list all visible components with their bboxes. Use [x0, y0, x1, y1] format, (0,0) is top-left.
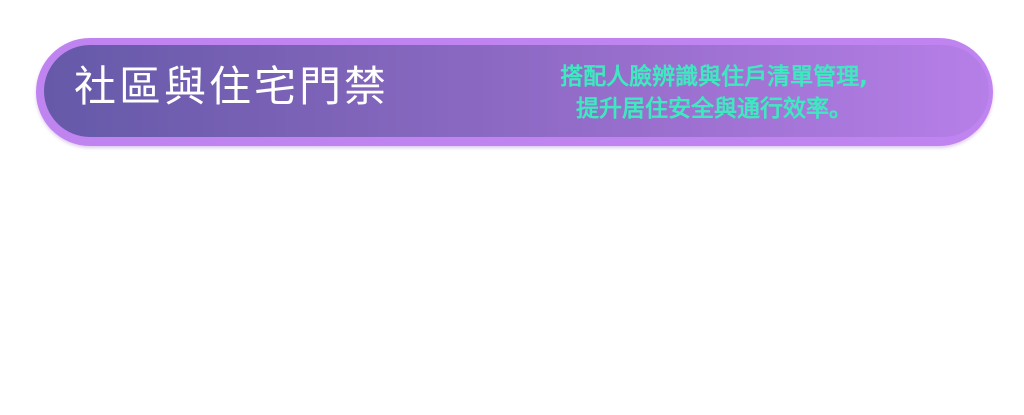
banner-description: 搭配人臉辨識與住戶清單管理, 提升居住安全與通行效率。	[514, 61, 914, 125]
feature-banner: 社區與住宅門禁 搭配人臉辨識與住戶清單管理, 提升居住安全與通行效率。	[36, 38, 993, 146]
description-line-2: 提升居住安全與通行效率。	[576, 96, 852, 122]
description-line-1: 搭配人臉辨識與住戶清單管理,	[560, 64, 868, 90]
banner-inner: 社區與住宅門禁 搭配人臉辨識與住戶清單管理, 提升居住安全與通行效率。	[44, 45, 989, 137]
banner-title: 社區與住宅門禁	[74, 62, 390, 111]
